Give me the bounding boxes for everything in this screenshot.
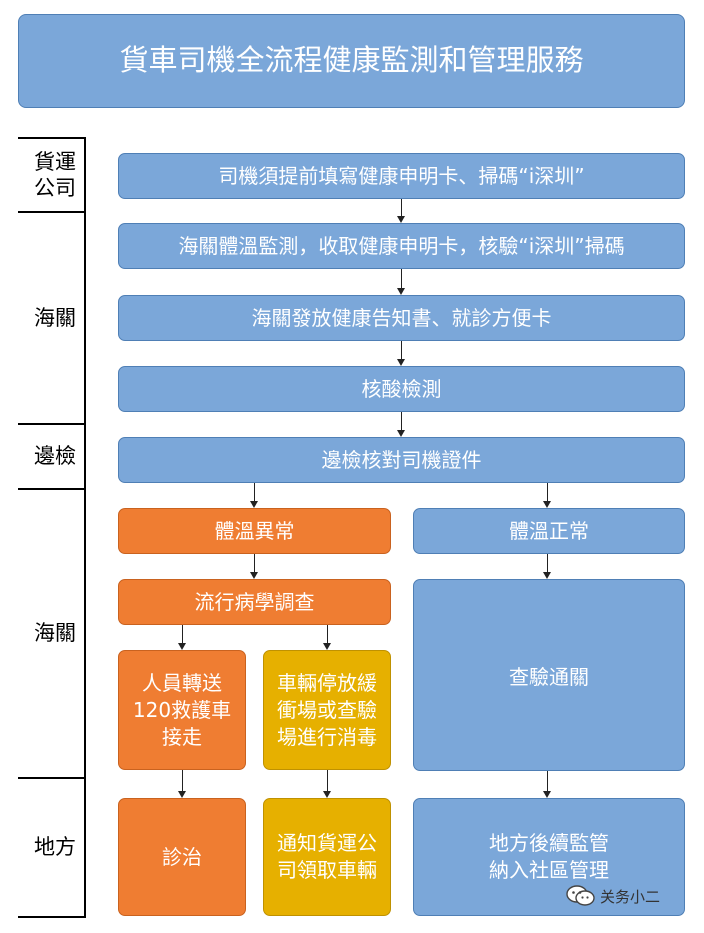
- step-treatment: 診治: [118, 798, 246, 916]
- step-local-management: 地方後續監管 納入社區管理: [413, 798, 685, 916]
- lane-divider: [18, 488, 84, 490]
- flow-arrow: [397, 412, 405, 437]
- flow-arrow: [543, 771, 551, 798]
- flow-arrow: [397, 269, 405, 295]
- lane-customs-1: 海關: [34, 305, 76, 330]
- flow-arrow: [323, 625, 331, 650]
- flow-arrow: [543, 554, 551, 579]
- step-health-declaration: 司機須提前填寫健康申明卡、掃碼“i深圳”: [118, 153, 685, 199]
- flow-arrow: [397, 199, 405, 223]
- watermark-text: 关务小二: [600, 887, 661, 906]
- lane-divider: [18, 916, 84, 918]
- step-epidemiology: 流行病學調查: [118, 579, 391, 625]
- step-issue-notice: 海關發放健康告知書、就診方便卡: [118, 295, 685, 341]
- step-temperature-normal: 體溫正常: [413, 508, 685, 554]
- step-temperature-check: 海關體溫監測，收取健康申明卡，核驗“i深圳”掃碼: [118, 223, 685, 269]
- flow-arrow: [543, 483, 551, 508]
- lane-divider: [18, 423, 84, 425]
- flow-arrow: [178, 770, 186, 798]
- step-ambulance-transfer: 人員轉送 120救護車 接走: [118, 650, 246, 770]
- lane-divider: [18, 777, 84, 779]
- diagram-title: 貨車司機全流程健康監測和管理服務: [18, 14, 685, 108]
- flow-arrow: [323, 770, 331, 798]
- lane-customs-2: 海關: [34, 621, 76, 646]
- lane-border-inspection: 邊檢: [34, 443, 76, 468]
- step-inspection-clearance: 查驗通關: [413, 579, 685, 771]
- wechat-icon: [566, 885, 596, 907]
- step-temperature-abnormal: 體溫異常: [118, 508, 391, 554]
- step-border-check: 邊檢核對司機證件: [118, 437, 685, 483]
- step-notify-company: 通知貨運公 司領取車輛: [263, 798, 391, 916]
- step-nucleic-test: 核酸檢測: [118, 366, 685, 412]
- lane-divider: [18, 137, 84, 139]
- lane-divider: [18, 211, 84, 213]
- lane-axis: [84, 137, 86, 918]
- flow-arrow: [250, 483, 258, 508]
- lane-local: 地方: [34, 835, 76, 860]
- watermark: 关务小二: [566, 885, 660, 907]
- flow-arrow: [397, 341, 405, 366]
- flow-arrow: [250, 554, 258, 579]
- lane-freight-company: 貨運 公司: [34, 149, 76, 200]
- step-vehicle-disinfect: 車輛停放緩 衝場或查驗 場進行消毒: [263, 650, 391, 770]
- flow-arrow: [178, 625, 186, 650]
